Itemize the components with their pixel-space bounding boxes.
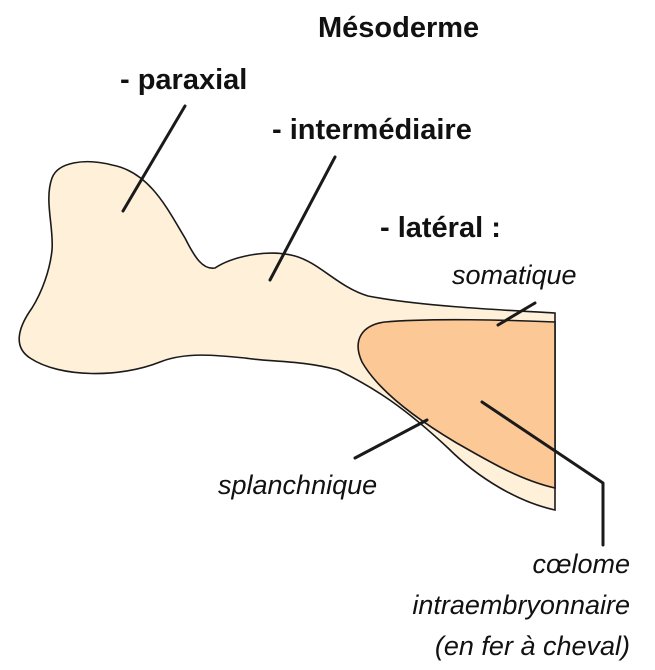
label-intermediaire: - intermédiaire bbox=[272, 114, 472, 146]
label-somatique: somatique bbox=[452, 260, 577, 290]
label-paraxial: - paraxial bbox=[120, 64, 247, 96]
label-lateral: - latéral : bbox=[380, 212, 501, 244]
diagram-title: Mésoderme bbox=[318, 12, 479, 44]
label-coelome-line1: cœlome bbox=[532, 549, 630, 579]
label-coelome-line3: (en fer à cheval) bbox=[435, 631, 630, 661]
label-coelome-line2: intraembryonnaire bbox=[412, 590, 630, 620]
coelom-shape bbox=[358, 320, 555, 488]
leader-splanchnique bbox=[355, 420, 427, 458]
label-splanchnique: splanchnique bbox=[218, 470, 377, 500]
